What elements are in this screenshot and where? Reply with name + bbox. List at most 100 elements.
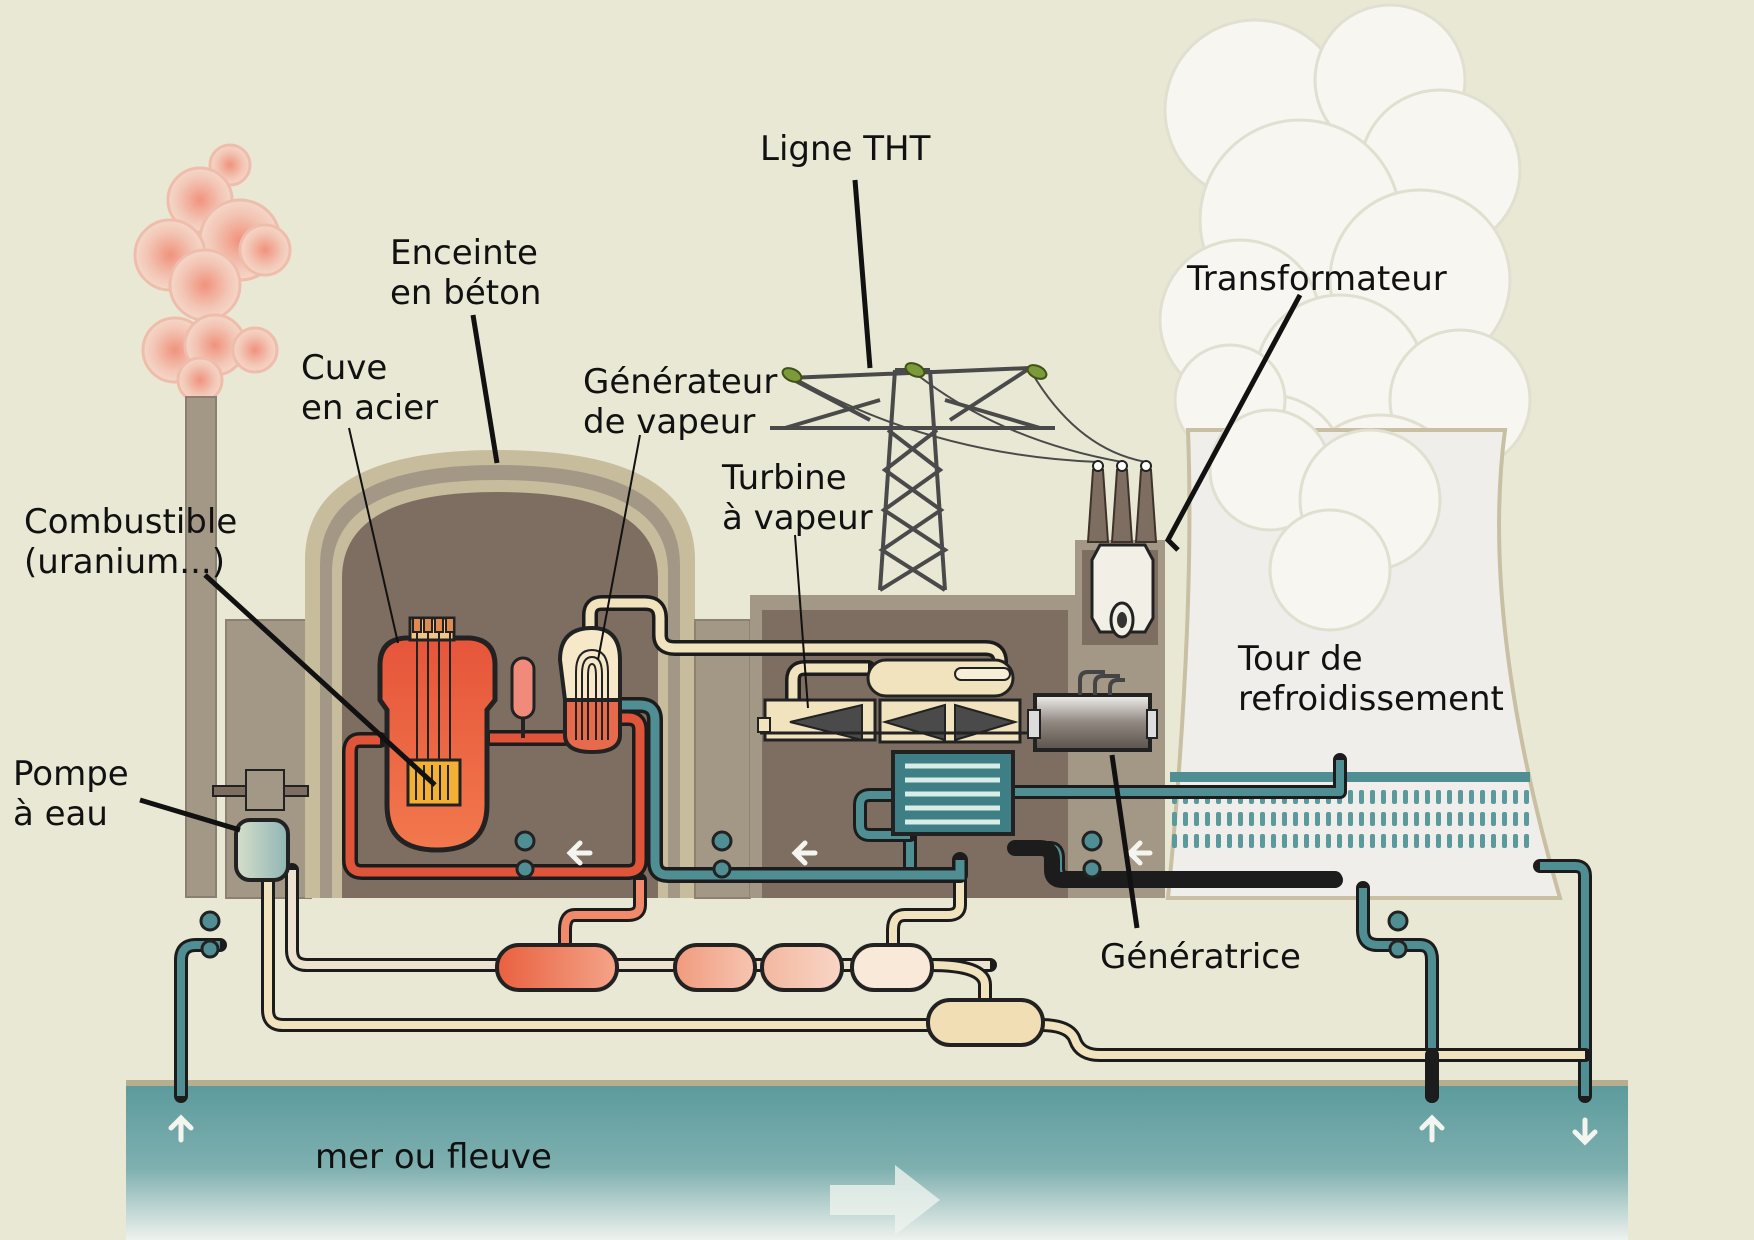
packing-slat xyxy=(1315,812,1320,826)
label-ligne-tht: Ligne THT xyxy=(760,129,931,169)
reactor-vessel xyxy=(377,616,498,853)
packing-slat xyxy=(1304,812,1309,826)
packing-slat xyxy=(1513,790,1518,804)
steam-generator xyxy=(557,625,622,755)
packing-slat xyxy=(1392,834,1397,848)
label-generateur-line2: de vapeur xyxy=(583,402,755,442)
packing-slat xyxy=(1469,790,1474,804)
label-cuve-line1: Cuve xyxy=(301,348,387,388)
packing-slat xyxy=(1414,834,1419,848)
arrow-left-icon xyxy=(566,840,1153,866)
packing-slat xyxy=(1502,834,1507,848)
water-pump xyxy=(212,769,309,882)
packing-slat xyxy=(1436,834,1441,848)
packing-slat xyxy=(1524,790,1529,804)
packing-slat xyxy=(1502,790,1507,804)
packing-slat xyxy=(1447,834,1452,848)
label-generateur-line1: Générateur xyxy=(583,362,777,402)
packing-slat xyxy=(1403,790,1408,804)
packing-slat xyxy=(1513,834,1518,848)
packing-slat xyxy=(1425,834,1430,848)
primary-loop-pipes xyxy=(342,710,648,880)
packing-slat xyxy=(1249,812,1254,826)
packing-slat xyxy=(1216,834,1221,848)
packing-slat xyxy=(1491,812,1496,826)
packing-slat xyxy=(1458,790,1463,804)
packing-slat xyxy=(1238,812,1243,826)
feedwater-pipes xyxy=(285,863,997,1012)
packing-slat xyxy=(1425,812,1430,826)
label-turbine-line1: Turbine xyxy=(721,458,847,498)
cooling-tower xyxy=(1165,428,1563,900)
valves xyxy=(199,830,1409,959)
packing-slat xyxy=(1205,834,1210,848)
packing-slat xyxy=(1469,834,1474,848)
label-combustible-line1: Combustible xyxy=(24,502,237,542)
packing-slat xyxy=(1447,812,1452,826)
packing-slat xyxy=(1403,812,1408,826)
condenser xyxy=(891,750,1015,836)
packing-slat xyxy=(1227,812,1232,826)
packing-slat xyxy=(1381,790,1386,804)
packing-slat xyxy=(1425,790,1430,804)
packing-slat xyxy=(1480,812,1485,826)
packing-slat xyxy=(1381,834,1386,848)
packing-slat xyxy=(1359,812,1364,826)
packing-slat xyxy=(1414,790,1419,804)
packing-slat xyxy=(1337,834,1342,848)
label-tour-line2: refroidissement xyxy=(1238,679,1504,719)
condensate-pipes xyxy=(602,697,1343,888)
packing-slat xyxy=(1293,812,1298,826)
packing-slat xyxy=(1348,790,1353,804)
label-cuve-line2: en acier xyxy=(301,388,438,428)
packing-slat xyxy=(1205,812,1210,826)
packing-slat xyxy=(1271,812,1276,826)
packing-slat xyxy=(1502,812,1507,826)
packing-slat xyxy=(1172,834,1177,848)
packing-slat xyxy=(1293,834,1298,848)
packing-slat xyxy=(1348,834,1353,848)
packing-slat xyxy=(1172,812,1177,826)
packing-slat xyxy=(1315,834,1320,848)
packing-slat xyxy=(1403,834,1408,848)
connector-building xyxy=(694,619,751,899)
packing-slat xyxy=(1359,790,1364,804)
packing-slat xyxy=(1524,834,1529,848)
label-enceinte-line1: Enceinte xyxy=(390,233,538,273)
label-pompe-line2: à eau xyxy=(13,794,108,834)
packing-slat xyxy=(1304,834,1309,848)
transmission-pylon xyxy=(770,366,1147,592)
packing-slat xyxy=(1337,812,1342,826)
packing-slat xyxy=(1227,834,1232,848)
steam-turbine xyxy=(757,658,1040,744)
arrow-up-icon xyxy=(168,1114,1445,1143)
packing-slat xyxy=(1326,812,1331,826)
stack-smoke xyxy=(133,143,292,404)
packing-slat xyxy=(1392,790,1397,804)
insulators xyxy=(781,362,1048,383)
packing-slat xyxy=(1370,790,1375,804)
packing-slat xyxy=(1194,812,1199,826)
packing-slat xyxy=(1271,834,1276,848)
packing-slat xyxy=(1260,812,1265,826)
label-generatrice: Génératrice xyxy=(1100,937,1301,977)
packing-slat xyxy=(1370,812,1375,826)
packing-slat xyxy=(1216,812,1221,826)
packing-slat xyxy=(1381,812,1386,826)
packing-slat xyxy=(1249,834,1254,848)
packing-slat xyxy=(1282,812,1287,826)
packing-slat xyxy=(1359,834,1364,848)
label-enceinte-line2: en béton xyxy=(390,273,541,313)
packing-slat xyxy=(1513,812,1518,826)
packing-slat xyxy=(1183,834,1188,848)
label-turbine-line2: à vapeur xyxy=(722,498,873,538)
packing-slat xyxy=(1370,834,1375,848)
packing-slat xyxy=(1480,834,1485,848)
packing-slat xyxy=(1458,834,1463,848)
packing-slat xyxy=(1238,834,1243,848)
packing-slat xyxy=(1524,812,1529,826)
packing-slat xyxy=(1194,834,1199,848)
packing-slat xyxy=(1436,790,1441,804)
tower-inner-steam xyxy=(1208,408,1442,632)
label-combustible-line2: (uranium...) xyxy=(24,542,225,582)
